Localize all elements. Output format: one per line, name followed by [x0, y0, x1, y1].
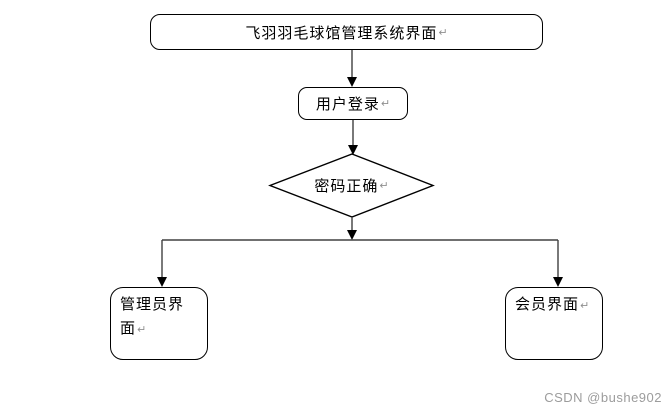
- arrowhead-branch-admin: [157, 277, 167, 287]
- csdn-watermark: CSDN @bushe902: [544, 390, 662, 405]
- paragraph-mark: ↵: [580, 300, 590, 312]
- arrowhead-branch-member: [553, 277, 563, 287]
- arrowhead-title-login: [347, 77, 357, 87]
- paragraph-mark: ↵: [438, 26, 448, 39]
- flow-node-admin: 管理员界面↵: [110, 287, 208, 360]
- flow-node-member: 会员界面↵: [505, 287, 603, 360]
- arrowhead-decision-junction: [347, 230, 357, 240]
- flow-node-title-label: 飞羽羽毛球馆管理系统界面: [245, 24, 438, 42]
- flow-node-admin-label: 管理员界面: [120, 296, 185, 337]
- arrowhead-login-decision: [348, 145, 358, 155]
- flow-node-title: 飞羽羽毛球馆管理系统界面↵: [150, 14, 543, 50]
- paragraph-mark: ↵: [380, 98, 391, 110]
- flow-node-password-decision: 密码正确↵: [270, 154, 433, 217]
- paragraph-mark: ↵: [137, 324, 147, 336]
- paragraph-mark: ↵: [379, 180, 389, 192]
- flow-node-login-label: 用户登录: [315, 96, 380, 113]
- flow-node-member-label: 会员界面: [515, 296, 580, 313]
- flow-node-login: 用户登录↵: [298, 87, 408, 120]
- flow-node-decision-label: 密码正确: [314, 178, 379, 195]
